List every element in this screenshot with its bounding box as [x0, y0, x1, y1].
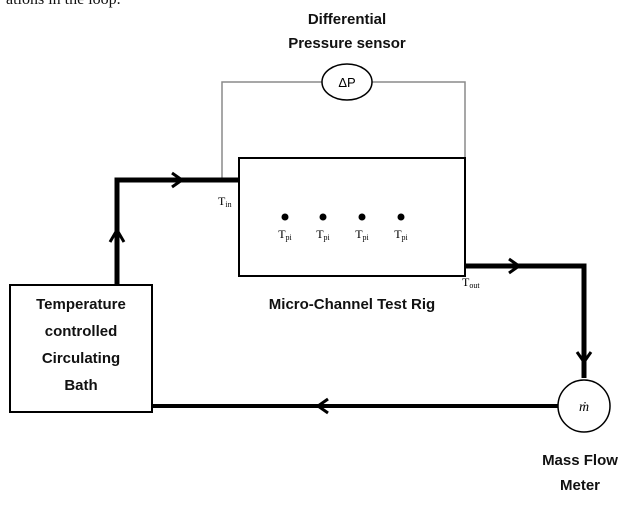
bath-label-line: controlled: [44, 323, 118, 340]
pressure-sensor-circle: [321, 63, 373, 101]
test-rig-box: [238, 157, 466, 277]
probe-label: Tpi: [394, 227, 408, 242]
probe-dot: [358, 213, 366, 221]
flow-arrow-right-mid: [508, 257, 522, 275]
flow-arrow-right-top: [171, 171, 185, 189]
mass-flow-meter-label-line1: Mass Flow: [542, 452, 618, 469]
pipe-bath-to-rig: [114, 177, 239, 285]
mass-flow-meter-label: Mass Flow Meter: [527, 448, 633, 498]
mass-flow-meter-label-line2: Meter: [559, 477, 600, 494]
flow-arrow-down: [575, 351, 593, 365]
pipe-rig-to-meter: [465, 263, 587, 378]
inlet-temp-label: Tin: [218, 194, 232, 209]
pressure-sensor-label-line2: Pressure sensor: [288, 35, 406, 52]
probe-label: Tpi: [355, 227, 369, 242]
probe-dot: [281, 213, 289, 221]
delta-p-symbol: ΔP: [338, 75, 355, 90]
circulating-bath-box: [9, 284, 153, 413]
probe-dot: [397, 213, 405, 221]
outlet-temp-label: Tout: [462, 275, 480, 290]
pressure-sensor-label: Differential Pressure sensor: [247, 8, 447, 56]
mass-flow-meter-circle: [557, 379, 611, 433]
probe-label: Tpi: [316, 227, 330, 242]
flow-arrow-left: [315, 397, 329, 415]
pressure-sensor-label-line1: Differential: [307, 11, 387, 28]
top-caption-fragment: ations in the loop.: [6, 0, 246, 9]
test-rig-label: Micro-Channel Test Rig: [268, 296, 436, 313]
bath-label-line: Circulating: [41, 350, 121, 367]
bath-label-line: Temperature: [36, 296, 126, 313]
flow-arrow-up: [108, 227, 126, 243]
probe-dot: [319, 213, 327, 221]
bath-label: Temperature controlled Circulating Bath: [10, 291, 152, 399]
mass-flow-symbol: ṁ: [579, 400, 589, 415]
bath-label-line: Bath: [64, 377, 98, 394]
probe-label: Tpi: [278, 227, 292, 242]
